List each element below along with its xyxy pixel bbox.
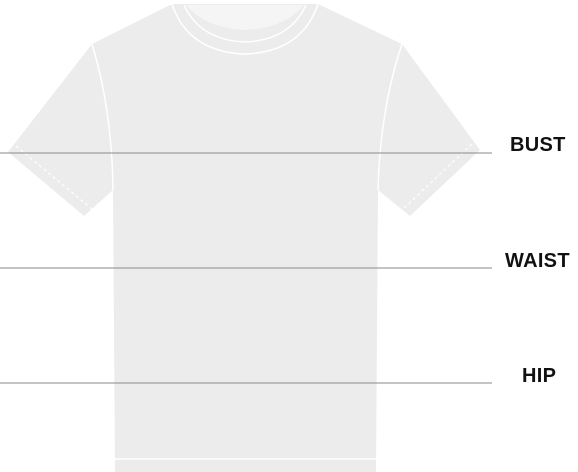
right-armhole-seam <box>377 43 403 191</box>
left-armhole-seam <box>91 43 114 191</box>
t-shirt-illustration <box>8 3 480 472</box>
collar-outer-seam <box>171 3 319 55</box>
hip-label: HIP <box>522 365 557 387</box>
bust-label: BUST <box>510 134 566 156</box>
collar-opening <box>186 5 304 30</box>
collar-inner-seam <box>183 4 307 43</box>
left-sleeve-hem-stitch <box>15 145 93 210</box>
waist-label: WAIST <box>505 250 570 272</box>
measurement-lines <box>0 152 492 384</box>
t-shirt-body <box>8 4 480 472</box>
